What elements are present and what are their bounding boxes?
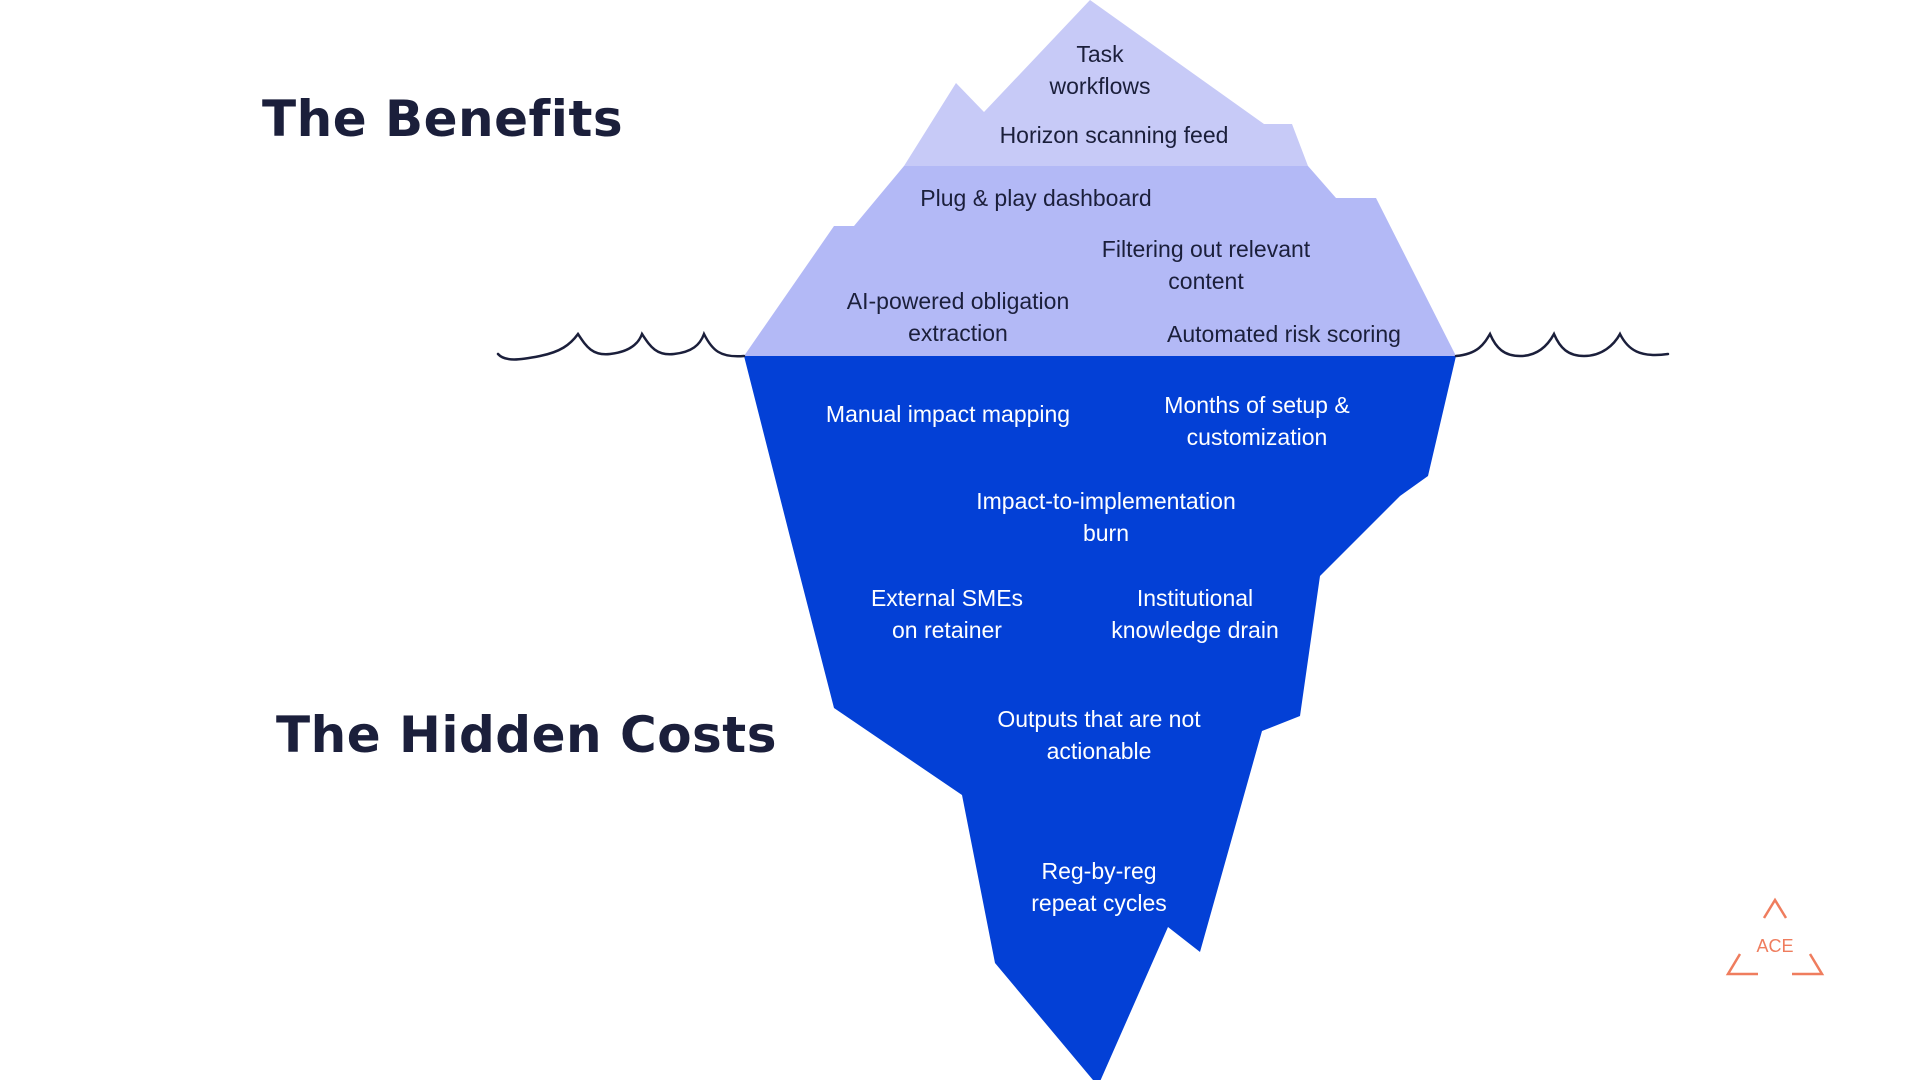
- hidden-cost-label: Reg-by-reg repeat cycles: [1031, 858, 1167, 916]
- hidden-cost-label: External SMEs on retainer: [870, 585, 1024, 643]
- wave-right: [1454, 331, 1670, 358]
- benefits-heading: The Benefits: [262, 90, 624, 148]
- benefit-label: Filtering out relevant content: [1101, 236, 1311, 294]
- hidden-costs-heading: The Hidden Costs: [276, 706, 777, 764]
- logo-triangle-left: [1725, 953, 1758, 976]
- benefit-label: Horizon scanning feed: [999, 122, 1229, 148]
- benefit-label: AI-powered obligation extraction: [846, 288, 1070, 346]
- iceberg-tip-lower: [744, 166, 1456, 356]
- logo-text: ACE: [1756, 936, 1793, 956]
- logo-triangle-top: [1762, 897, 1788, 919]
- logo-triangle-right: [1792, 953, 1825, 976]
- ace-logo: ACE: [1725, 897, 1825, 976]
- wave-left: [496, 330, 746, 361]
- benefit-label: Task workflows: [1049, 41, 1151, 99]
- hidden-cost-label: Months of setup & customization: [1164, 392, 1350, 450]
- hidden-cost-label: Institutional knowledge drain: [1111, 585, 1279, 643]
- iceberg-tip-upper: [904, 0, 1308, 166]
- hidden-cost-label: Manual impact mapping: [825, 401, 1071, 427]
- benefit-label: Plug & play dashboard: [920, 185, 1152, 211]
- benefit-label: Automated risk scoring: [1167, 321, 1401, 347]
- hidden-cost-label: Outputs that are not actionable: [997, 706, 1201, 764]
- hidden-cost-label: Impact-to-implementation burn: [976, 488, 1236, 546]
- iceberg-underwater: [744, 356, 1456, 1080]
